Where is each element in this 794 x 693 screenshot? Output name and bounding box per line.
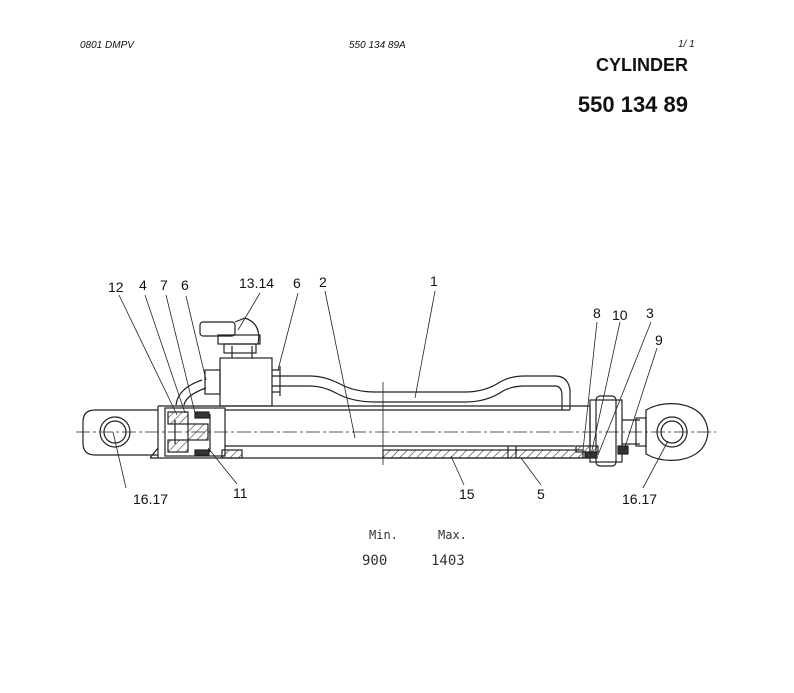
callout-4: 4 [139,277,147,293]
leader-lines [112,290,669,489]
callout-13-14: 13.14 [239,275,274,291]
min-label: Min. [369,528,398,542]
callout-3: 3 [646,305,654,321]
callout-16-17-right: 16.17 [622,491,657,507]
valve-block [199,317,281,407]
callout-5: 5 [537,486,545,502]
max-label: Max. [438,528,467,542]
callout-11: 11 [233,485,248,501]
part-reference: 550 134 89A [349,40,406,51]
callout-16-17-left: 16.17 [133,491,168,507]
callout-15: 15 [459,486,475,502]
callout-2: 2 [319,274,327,290]
callout-6-left: 6 [181,277,189,293]
hydraulic-pipe [175,375,571,410]
part-number: 550 134 89 [577,92,688,117]
callout-12: 12 [108,279,124,295]
document-code: 0801 DMPV [80,40,134,51]
piston-head-section [164,407,226,457]
barrel-wall-section [382,449,584,459]
callout-9: 9 [655,332,663,348]
left-clevis-eye [82,406,159,458]
page-number: 1/ 1 [678,39,695,50]
callout-7: 7 [160,277,168,293]
callout-1: 1 [430,273,438,289]
callout-8: 8 [593,305,601,321]
callout-10: 10 [612,307,628,323]
right-rod-eye [635,403,709,461]
drawing-title: CYLINDER [595,55,688,75]
max-value: 1403 [431,553,465,569]
callout-6-right: 6 [293,275,301,291]
min-value: 900 [362,553,387,569]
